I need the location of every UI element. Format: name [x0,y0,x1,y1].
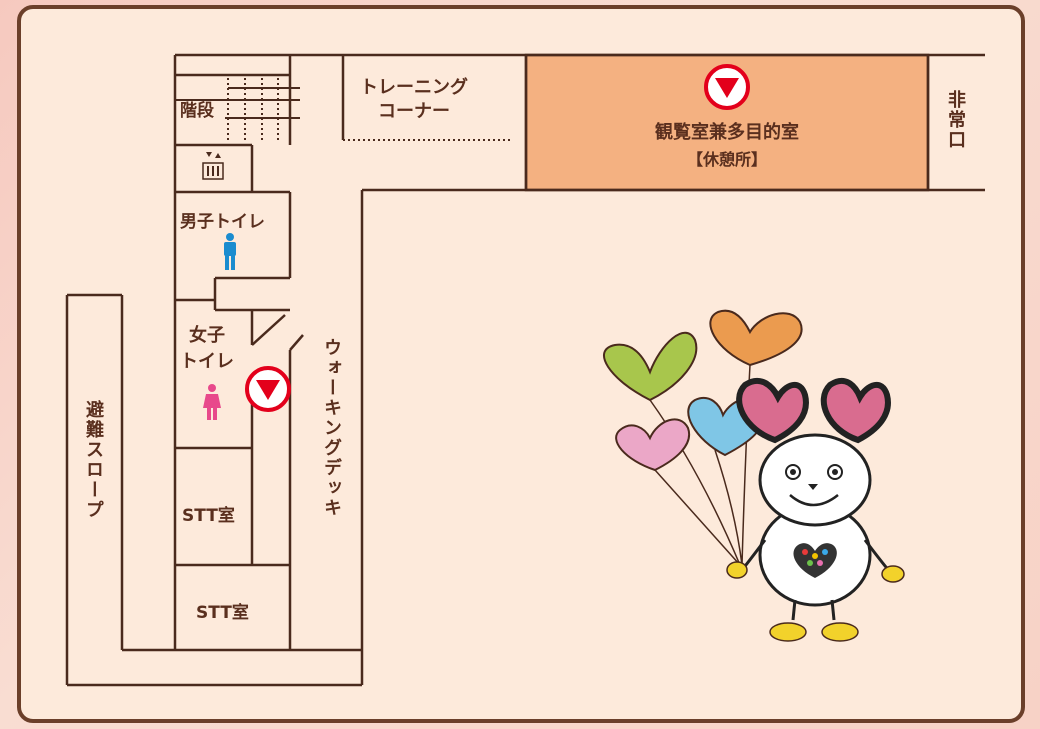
emergency-exit-label: 非常口 [945,90,966,150]
current-location-marker-icon [704,64,750,110]
observation-room-name: 観覧室兼多目的室 [655,122,799,143]
mens-toilet-label: 男子トイレ [180,212,265,232]
training-corner-label: トレーニング コーナー [360,77,468,122]
current-location-marker-icon [245,366,291,412]
male-toilet-icon [224,233,236,270]
stt-room-1-label: STT室 [182,506,235,526]
stt-room-2-label: STT室 [196,603,249,623]
elevator-icon [202,152,224,180]
stairs-label: 階段 [180,101,214,121]
evacuation-slope-label: 避難スロープ [83,400,104,520]
womens-toilet-label: 女子 トイレ [180,325,234,372]
observation-room-label: 観覧室兼多目的室 【休憩所】 [600,118,854,170]
walking-deck-label: ウォーキングデッキ [321,338,342,518]
mascot-with-heart-balloons [603,309,905,642]
female-toilet-icon [203,384,221,420]
rest-area-label: 【休憩所】 [686,150,767,169]
